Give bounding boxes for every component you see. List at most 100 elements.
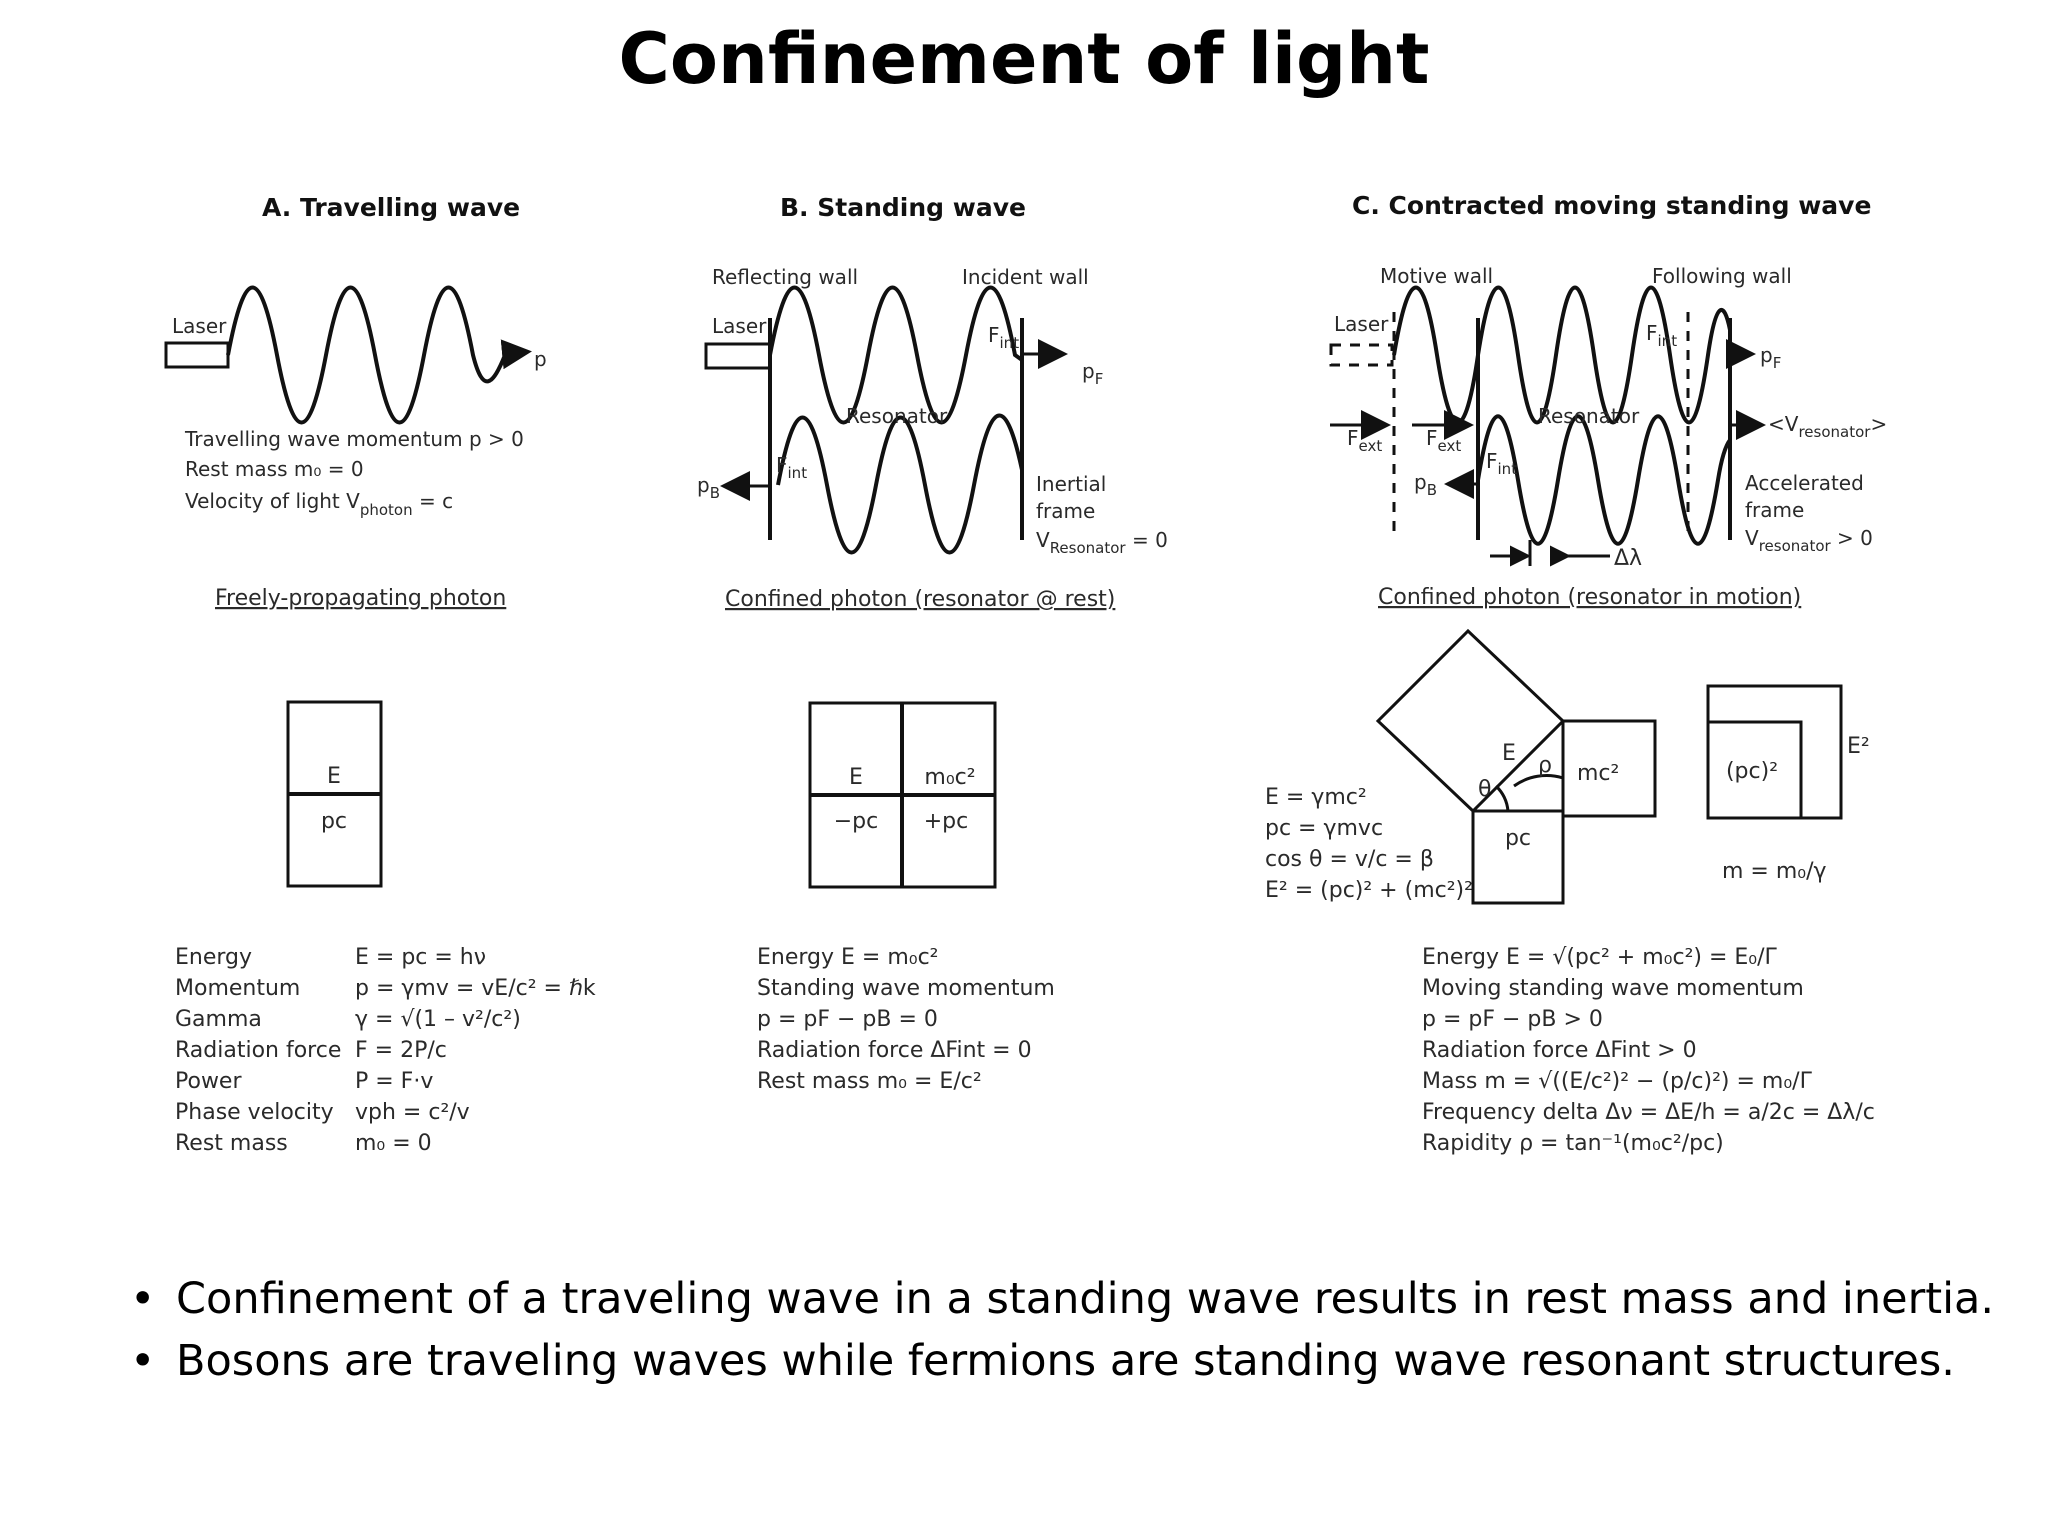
v-resonator-label: VResonator = 0 (1036, 528, 1168, 557)
triangle-rho: ρ (1538, 753, 1552, 778)
eq-line: Radiation force ΔFint > 0 (1422, 1038, 1697, 1063)
eq-formula: F = 2P/c (355, 1038, 447, 1063)
e2-square (1706, 684, 1843, 820)
eq-line: Frequency delta Δν = ΔE/h = a/2c = Δλ/c (1422, 1100, 1875, 1125)
f-int-lower-label: Fint (776, 453, 807, 482)
pf-label: pF (1760, 343, 1781, 372)
eq-line: Mass m = √((E/c²)² − (p/c)²) = m₀/Γ (1422, 1069, 1813, 1094)
side-eq: pc = γmvc (1265, 816, 1383, 841)
eq-formula: vph = c²/v (355, 1100, 470, 1125)
panel-b-title: B. Standing wave (780, 193, 1026, 222)
f-int-label: Fint (988, 323, 1019, 352)
eq-line: Energy E = √(pc² + m₀c²) = E₀/Γ (1422, 945, 1778, 970)
box-minus-pc: −pc (834, 809, 879, 834)
inertial-label: Inertial (1036, 472, 1106, 496)
eq-formula: E = pc = hν (355, 945, 486, 970)
panel-a-caption: Freely-propagating photon (215, 586, 506, 611)
eq-line: Rapidity ρ = tan⁻¹(m₀c²/pc) (1422, 1131, 1724, 1156)
energy-box-pc: pc (321, 809, 347, 834)
pb-label: pB (697, 473, 720, 502)
theta-arc (1494, 784, 1510, 812)
frame-label: frame (1036, 499, 1095, 523)
rho-arc (1513, 774, 1564, 788)
incident-wall-label: Incident wall (962, 265, 1089, 289)
box-e: E (849, 765, 863, 790)
eq-name: Energy (175, 945, 252, 970)
panel-c-equations: Energy E = √(pc² + m₀c²) = E₀/Γ Moving s… (1422, 945, 1875, 1156)
f-ext-inner-label: Fext (1426, 426, 1461, 455)
laser-source-dashed (1329, 343, 1394, 367)
standing-wave-lower (776, 413, 1024, 555)
laser-label: Laser (712, 314, 767, 338)
f-int-lower-label: Fint (1486, 449, 1517, 478)
laser-source (704, 342, 772, 370)
laser-source (164, 341, 230, 369)
travelling-wave (226, 285, 507, 425)
f-int-label: Fint (1646, 321, 1677, 350)
panel-a-title: A. Travelling wave (262, 193, 520, 222)
side-eq: E² = (pc)² + (mc²)² (1265, 878, 1473, 903)
box-m0c2: m₀c² (924, 765, 975, 790)
bullet-dot: • (130, 1336, 156, 1386)
momentum-p-label: p (534, 347, 547, 371)
panel-b-caption: Confined photon (resonator @ rest) (725, 587, 1115, 612)
bullet-text: Bosons are traveling waves while fermion… (176, 1336, 1955, 1386)
eq-name: Gamma (175, 1007, 262, 1032)
eq-line: Moving standing wave momentum (1422, 976, 1804, 1001)
panel-c-caption: Confined photon (resonator in motion) (1378, 585, 1801, 610)
mc2-label: mc² (1577, 761, 1619, 786)
triangle-e: E (1502, 741, 1516, 766)
pc2-inner-square (1708, 720, 1803, 818)
delta-lambda-label: Δλ (1614, 546, 1642, 571)
eq-formula: p = γmv = vE/c² = ℏk (355, 976, 596, 1001)
panel-a-equations: Energy E = pc = hν Momentum p = γmv = vE… (175, 945, 596, 1156)
pc-label: pc (1505, 826, 1531, 851)
contracted-wave-upper (1392, 285, 1732, 425)
side-eq: cos θ = v/c = β (1265, 847, 1434, 872)
panel-c-title: C. Contracted moving standing wave (1352, 191, 1871, 220)
standing-wave-upper (768, 285, 1024, 425)
bullet-dot: • (130, 1274, 156, 1324)
slide-title: Confinement of light (618, 18, 1430, 100)
momentum-square (1471, 809, 1565, 905)
frame-label: frame (1745, 498, 1804, 522)
triangle-theta: θ (1478, 777, 1491, 802)
box-plus-pc: +pc (924, 809, 969, 834)
eq-line: p = pF − pB = 0 (757, 1007, 938, 1032)
eq-formula: m₀ = 0 (355, 1131, 432, 1156)
rest-mass-statement: Rest mass m₀ = 0 (185, 457, 364, 481)
eq-line: Standing wave momentum (757, 976, 1055, 1001)
laser-label: Laser (1334, 312, 1389, 336)
v-resonator-label: Vresonator > 0 (1745, 526, 1873, 555)
panel-b: B. Standing wave Reflecting wall Inciden… (697, 193, 1168, 1094)
eq-formula: γ = √(1 – v²/c²) (355, 1007, 521, 1032)
energy-square (1375, 628, 1566, 814)
mass-ratio-label: m = m₀/γ (1722, 859, 1827, 884)
panel-b-equations: Energy E = m₀c² Standing wave momentum p… (757, 945, 1055, 1094)
bullet-text: Confinement of a traveling wave in a sta… (176, 1274, 1995, 1324)
eq-name: Rest mass (175, 1131, 288, 1156)
pb-label: pB (1414, 470, 1437, 499)
laser-label: Laser (172, 314, 227, 338)
bullet-item: • Confinement of a traveling wave in a st… (130, 1268, 2010, 1330)
eq-line: Rest mass m₀ = E/c² (757, 1069, 982, 1094)
eq-name: Radiation force (175, 1038, 341, 1063)
eq-name: Power (175, 1069, 242, 1094)
mass-square (1561, 719, 1657, 818)
eq-formula: P = F·v (355, 1069, 433, 1094)
pc2-label: (pc)² (1726, 759, 1778, 784)
eq-name: Phase velocity (175, 1100, 334, 1125)
contracted-wave-lower (1476, 414, 1732, 546)
panel-a: A. Travelling wave Laser p Travelling wa… (164, 193, 596, 1156)
eq-line: Energy E = m₀c² (757, 945, 939, 970)
v-resonator-bracket: <Vresonator> (1768, 412, 1887, 441)
eq-line: Radiation force ΔFint = 0 (757, 1038, 1032, 1063)
momentum-arrow (500, 339, 532, 370)
eq-name: Momentum (175, 976, 300, 1001)
accelerated-label: Accelerated (1745, 471, 1864, 495)
pf-label: pF (1082, 359, 1103, 388)
panel-c: C. Contracted moving standing wave Motiv… (1265, 191, 1887, 1156)
energy-box-e: E (327, 764, 341, 789)
eq-line: p = pF − pB > 0 (1422, 1007, 1603, 1032)
